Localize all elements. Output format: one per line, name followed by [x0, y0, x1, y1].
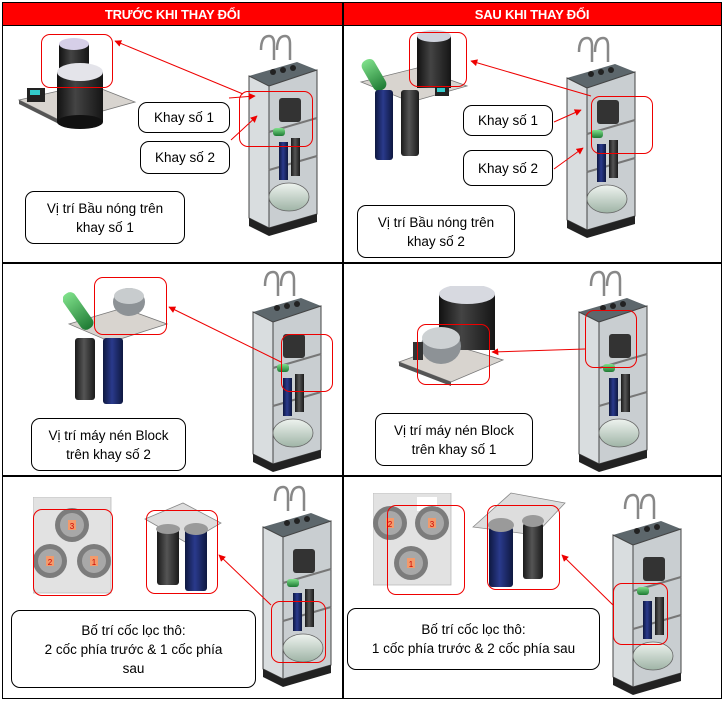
- tray1-label: Khay số 1: [463, 105, 553, 136]
- caption: Bố trí cốc lọc thô: 2 cốc phía trước & 1…: [11, 610, 256, 688]
- plate-number: 1: [92, 558, 97, 567]
- tray2-label: Khay số 2: [463, 150, 553, 186]
- filter-cups-highlight: [487, 505, 560, 590]
- hot-tank-highlight: [409, 32, 467, 87]
- caption-line2: khay số 1: [76, 219, 134, 235]
- row1-before-cell: Khay số 1 Khay số 2 Vị trí Bầu nóng trên…: [3, 26, 342, 262]
- caption: Bố trí cốc lọc thô: 1 cốc phía trước & 2…: [347, 608, 600, 670]
- caption: Vị trí máy nén Block trên khay số 2: [31, 418, 186, 471]
- water-purifier-cabinet-icon: [577, 270, 649, 474]
- tray-highlight: [613, 583, 668, 645]
- compressor-with-filters-icon: [63, 288, 169, 404]
- caption-line1: Vị trí Bầu nóng trên: [377, 214, 495, 230]
- plate-highlight: [33, 509, 113, 596]
- header-after: SAU KHI THAY ĐỔI: [343, 3, 721, 26]
- filter-plate-icon: 2 3 1: [373, 493, 452, 586]
- filter-cups-icon: [472, 492, 566, 587]
- tray-highlight: [271, 601, 326, 663]
- filter-cups-highlight: [146, 510, 218, 594]
- tray-highlight: [281, 334, 333, 392]
- plate-highlight: [387, 505, 465, 595]
- tray-highlight: [585, 310, 637, 368]
- row3-after-cell: 2 3 1 Bố trí cốc lọc thô: 1 cốc phía trư…: [343, 477, 721, 698]
- caption: Vị trí Bầu nóng trên khay số 1: [25, 191, 185, 244]
- row3-before-cell: 3 2 1 Bố trí cốc lọc thô: 2 cốc phía trư…: [3, 477, 342, 698]
- caption-line2: 2 cốc phía trước & 1 cốc phía: [44, 641, 223, 657]
- filter-plate-icon: 3 2 1: [33, 497, 112, 594]
- caption-line1: Vị trí Bầu nóng trên: [46, 200, 164, 216]
- caption-line2: 1 cốc phía trước & 2 cốc phía sau: [371, 641, 576, 656]
- row-divider-2: [3, 475, 721, 477]
- header-before: TRƯỚC KHI THAY ĐỔI: [3, 3, 342, 26]
- hot-tank-highlight: [41, 34, 113, 88]
- plate-number: 2: [388, 520, 393, 529]
- caption-line1: Vị trí máy nén Block: [48, 427, 169, 443]
- caption-line1: Bố trí cốc lọc thô:: [81, 622, 186, 638]
- filter-cups-icon: [144, 502, 222, 591]
- hot-tank-on-tray-icon: [17, 38, 137, 129]
- plate-number: 2: [48, 558, 53, 567]
- caption: Vị trí máy nén Block trên khay số 1: [375, 413, 533, 466]
- compressor-highlight: [94, 277, 167, 335]
- tray-highlight: [591, 96, 653, 154]
- plate-number: 3: [70, 522, 75, 531]
- plate-number: 3: [430, 520, 435, 529]
- caption-line1: Bố trí cốc lọc thô:: [421, 622, 526, 637]
- row1-after-cell: Khay số 1 Khay số 2 Vị trí Bầu nóng trên…: [343, 26, 721, 262]
- plate-number: 1: [409, 560, 414, 569]
- row2-before-cell: Vị trí máy nén Block trên khay số 2: [3, 264, 342, 475]
- caption-line1: Vị trí máy nén Block: [393, 422, 515, 438]
- caption: Vị trí Bầu nóng trên khay số 2: [357, 205, 515, 258]
- caption-line2: khay số 2: [407, 233, 465, 249]
- row2-after-cell: Vị trí máy nén Block trên khay số 1: [343, 264, 721, 475]
- tray-highlight: [239, 91, 313, 147]
- compressor-highlight: [417, 324, 490, 385]
- tray2-label: Khay số 2: [140, 141, 230, 174]
- caption-line3: sau: [122, 660, 145, 676]
- compressor-with-hot-tank-icon: [397, 286, 505, 386]
- row-divider-1: [3, 262, 721, 264]
- tray1-label: Khay số 1: [138, 102, 230, 133]
- hot-tank-with-filters-icon: [359, 30, 469, 160]
- caption-line2: trên khay số 1: [411, 441, 497, 457]
- caption-line2: trên khay số 2: [66, 446, 151, 462]
- column-divider: [342, 3, 344, 698]
